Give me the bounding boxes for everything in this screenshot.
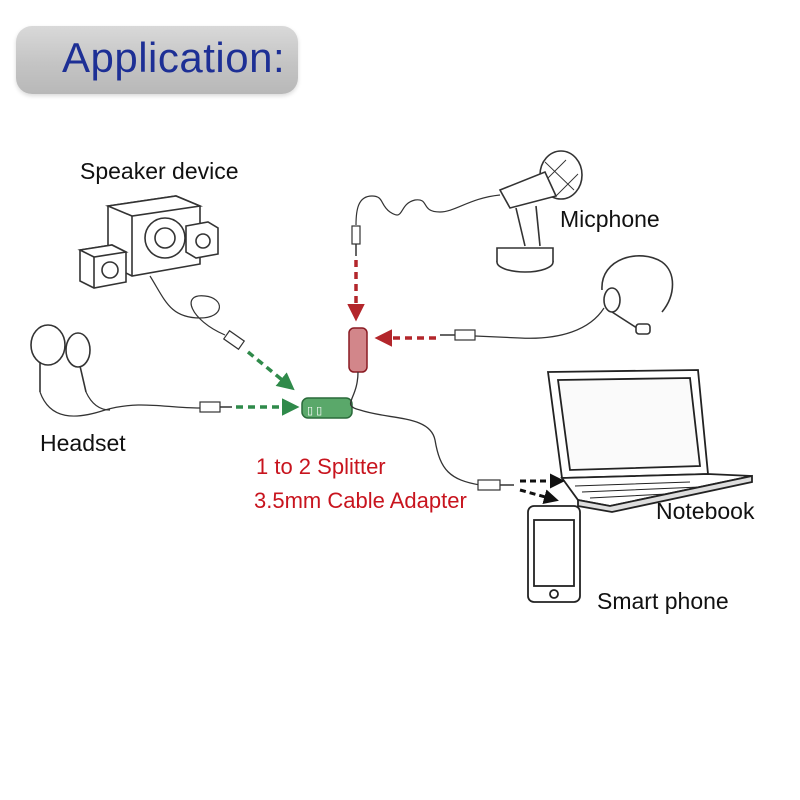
speaker-device-label: Speaker device [80, 158, 239, 185]
headset-label: Headset [40, 430, 126, 457]
microphone-icon [356, 151, 582, 272]
green-splitter-icon: ▯ ▯ [302, 398, 352, 418]
speaker-device-icon [80, 196, 225, 335]
splitter-label-line1: 1 to 2 Splitter [256, 454, 386, 480]
speaker-input-arrow [248, 352, 292, 388]
smartphone-label: Smart phone [597, 588, 729, 615]
splitter-label-line2: 3.5mm Cable Adapter [254, 488, 467, 514]
svg-text:▯ ▯: ▯ ▯ [307, 405, 322, 417]
notebook-label: Notebook [656, 498, 754, 525]
headset-icon [31, 325, 200, 416]
smartphone-icon [528, 506, 580, 602]
microphone-label: Micphone [560, 206, 660, 233]
smartphone-output-arrow [520, 490, 556, 500]
notebook-icon [548, 370, 752, 512]
red-splitter-icon [349, 328, 367, 372]
